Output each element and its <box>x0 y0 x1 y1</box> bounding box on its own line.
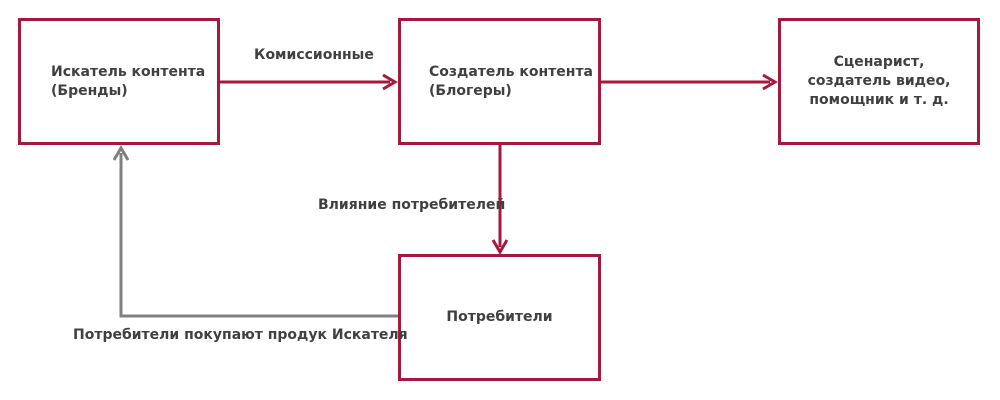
node-consumers-label: Потребители <box>446 309 553 326</box>
node-content-seeker-label: Искатель контента (Бренды) <box>51 63 206 99</box>
arrow-influence <box>491 145 509 255</box>
node-content-creator: Создатель контента (Блогеры) <box>398 18 601 145</box>
arrow-creator-to-helpers <box>601 73 778 91</box>
edge-label-influence: Влияние потребителей <box>318 197 506 213</box>
node-consumers: Потребители <box>398 254 601 381</box>
arrow-commission <box>220 73 398 91</box>
node-content-seeker: Искатель контента (Бренды) <box>18 18 220 145</box>
node-helpers: Сценарист, создатель видео, помощник и т… <box>778 18 980 145</box>
edge-label-commission: Комиссионные <box>254 47 374 63</box>
edge-label-purchase: Потребители покупают продук Искателя <box>73 327 408 343</box>
node-content-creator-label: Создатель контента (Блогеры) <box>429 63 594 99</box>
arrow-purchase-return <box>112 145 398 318</box>
node-helpers-label: Сценарист, создатель видео, помощник и т… <box>807 54 951 108</box>
